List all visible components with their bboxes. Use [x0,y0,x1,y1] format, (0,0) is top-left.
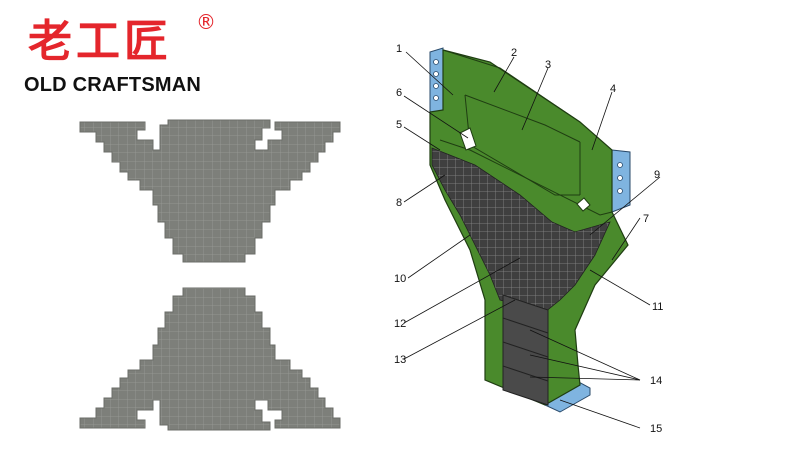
registered-mark: ® [196,10,216,34]
callout-12: 12 [394,318,406,330]
logo-chinese-text: 老工匠 [28,16,172,67]
callout-3: 3 [545,59,551,71]
brand-logo: 老工匠 ® OLD CRAFTSMAN [22,10,242,102]
callout-8: 8 [396,197,402,209]
lower-tile-mat [79,287,341,431]
callout-6: 6 [396,87,402,99]
callout-14: 14 [650,375,662,387]
liner-plate-drawing [429,47,631,413]
callout-2: 2 [511,47,517,59]
callout-4: 4 [610,83,616,95]
wear-tile-grid [431,147,611,313]
diamond-opening [576,197,591,212]
callout-13: 13 [394,354,406,366]
callout-15: 15 [650,423,662,435]
callout-1: 1 [396,43,402,55]
callout-7: 7 [643,213,649,225]
callout-5: 5 [396,119,402,131]
left-edge-plate [429,47,444,115]
logo-english-text: OLD CRAFTSMAN [24,74,202,96]
callout-10: 10 [394,273,406,285]
slot-opening [459,127,477,151]
upper-tile-mat [79,119,341,263]
right-edge-plate [611,149,631,213]
callout-9: 9 [654,169,660,181]
callout-11: 11 [652,301,663,313]
